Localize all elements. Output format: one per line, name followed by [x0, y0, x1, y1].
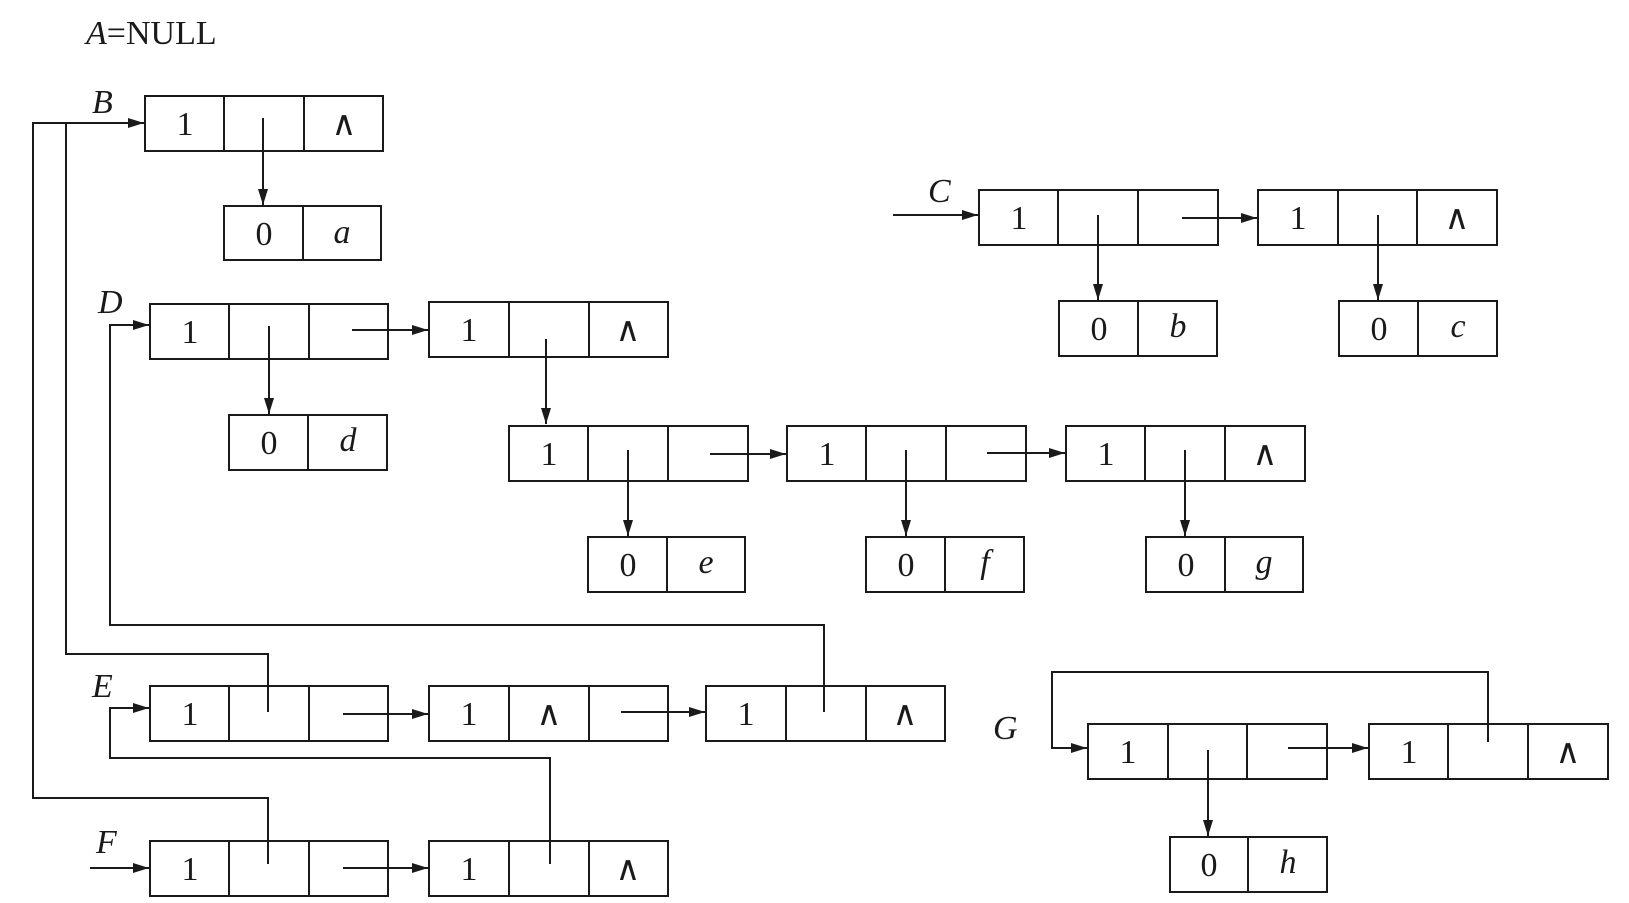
- node-D2: 1 ∧: [428, 301, 669, 358]
- E1-tag: 1: [182, 696, 199, 733]
- C2-tag: 1: [1290, 200, 1307, 237]
- L3-nil: ∧: [1253, 436, 1278, 473]
- G2-recursive-loop-arrow: [1051, 671, 1489, 753]
- Cb-tag: 0: [1091, 311, 1108, 348]
- Gh-tag: 0: [1201, 847, 1218, 884]
- E2-nil: ∧: [537, 696, 562, 733]
- C2-nil: ∧: [1445, 200, 1470, 237]
- Le-atom: e: [698, 544, 713, 581]
- F1-tag: 1: [182, 851, 199, 888]
- label-B: B: [92, 84, 113, 121]
- atom-Gh: 0 h: [1169, 836, 1328, 893]
- Dd-atom: d: [340, 422, 358, 459]
- label-E: E: [91, 668, 113, 705]
- atom-Dd: 0 d: [228, 414, 388, 471]
- F2-tag: 1: [461, 851, 478, 888]
- label-D: D: [97, 284, 123, 321]
- atom-Ba: 0 a: [223, 205, 382, 261]
- L2-tag: 1: [819, 436, 836, 473]
- node-E3: 1 ∧: [705, 685, 946, 742]
- label-G: G: [993, 710, 1018, 747]
- a-null-text: =NULL: [107, 15, 217, 52]
- F2-to-E-arrow: [109, 703, 551, 864]
- node-G2: 1 ∧: [1368, 723, 1609, 780]
- node-B1: 1 ∧: [144, 95, 384, 152]
- D1-tag: 1: [182, 314, 199, 351]
- E3-to-D-arrow: [109, 320, 825, 712]
- label-F: F: [95, 824, 118, 861]
- B1-tag: 1: [177, 106, 194, 143]
- Ba-atom: a: [334, 214, 351, 251]
- E3-nil: ∧: [893, 696, 918, 733]
- atom-Le: 0 e: [587, 536, 746, 593]
- G2-nil: ∧: [1556, 734, 1581, 771]
- D2-tag: 1: [461, 312, 478, 349]
- L3-tag: 1: [1098, 436, 1115, 473]
- Lg-tag: 0: [1178, 547, 1195, 584]
- node-G1: 1: [1087, 723, 1328, 780]
- a-var: A: [84, 15, 107, 52]
- a-null-label: A=NULL: [84, 15, 217, 52]
- atom-Lf: 0 f: [865, 536, 1025, 593]
- atom-Cb: 0 b: [1058, 300, 1218, 357]
- E2-tag: 1: [461, 696, 478, 733]
- L1-tag: 1: [541, 436, 558, 473]
- Gh-atom: h: [1280, 844, 1297, 881]
- F1-to-B-wire: [32, 122, 269, 864]
- label-C: C: [928, 173, 951, 210]
- Lg-atom: g: [1256, 544, 1273, 581]
- Cc-tag: 0: [1371, 311, 1388, 348]
- node-E2: 1 ∧: [428, 685, 669, 742]
- E3-tag: 1: [738, 696, 755, 733]
- F2-nil: ∧: [616, 851, 641, 888]
- node-F2: 1 ∧: [428, 840, 669, 897]
- D2-nil: ∧: [616, 312, 641, 349]
- Le-tag: 0: [620, 547, 637, 584]
- G2-tag: 1: [1401, 734, 1418, 771]
- Ba-tag: 0: [256, 216, 273, 253]
- Cb-atom: b: [1170, 308, 1187, 345]
- node-D1: 1: [149, 303, 389, 360]
- node-L1: 1: [508, 425, 749, 482]
- Lf-tag: 0: [898, 547, 915, 584]
- atom-Cc: 0 c: [1338, 300, 1498, 357]
- G1-tag: 1: [1120, 734, 1137, 771]
- E1-to-B-wire: [65, 123, 269, 712]
- Dd-tag: 0: [261, 425, 278, 462]
- atom-Lg: 0 g: [1145, 536, 1304, 593]
- Cc-atom: c: [1450, 308, 1465, 345]
- C1-tag: 1: [1011, 200, 1028, 237]
- B1-nil: ∧: [332, 106, 357, 143]
